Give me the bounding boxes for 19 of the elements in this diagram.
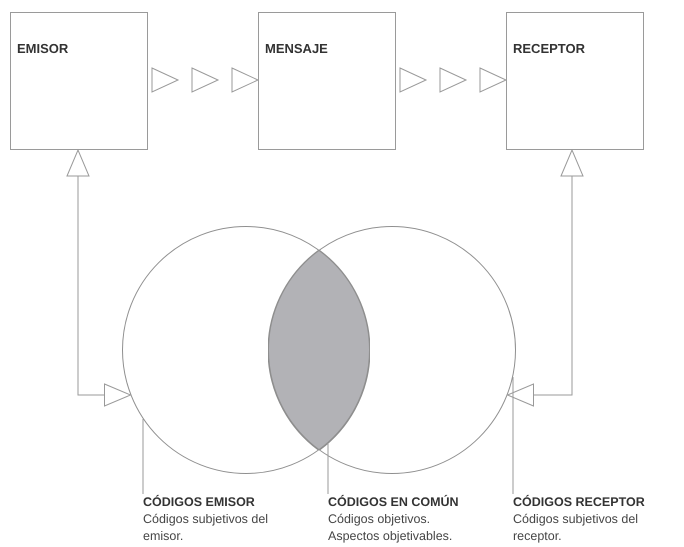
venn-overlap xyxy=(268,250,370,450)
box-label: MENSAJE xyxy=(265,41,328,56)
leader-line xyxy=(142,418,144,494)
process-box xyxy=(506,12,644,150)
process-box xyxy=(10,12,148,150)
box-label: EMISOR xyxy=(17,41,68,56)
description-text: Códigos subjetivos del receptor. xyxy=(513,511,640,545)
process-box xyxy=(258,12,396,150)
arrow xyxy=(507,150,584,406)
leader-line xyxy=(512,376,514,494)
arrow xyxy=(66,150,131,406)
heading-text: CÓDIGOS EMISOR xyxy=(143,494,256,511)
flow-arrow xyxy=(152,67,260,93)
heading-text: CÓDIGOS EN COMÚN xyxy=(328,494,460,511)
description-text: Códigos objetivos. Aspectos objetivables. xyxy=(328,511,454,545)
flow-arrow xyxy=(400,67,508,93)
box-label: RECEPTOR xyxy=(513,41,585,56)
description-text: Códigos subjetivos del emisor. xyxy=(143,511,270,545)
heading-text: CÓDIGOS RECEPTOR xyxy=(513,494,646,511)
